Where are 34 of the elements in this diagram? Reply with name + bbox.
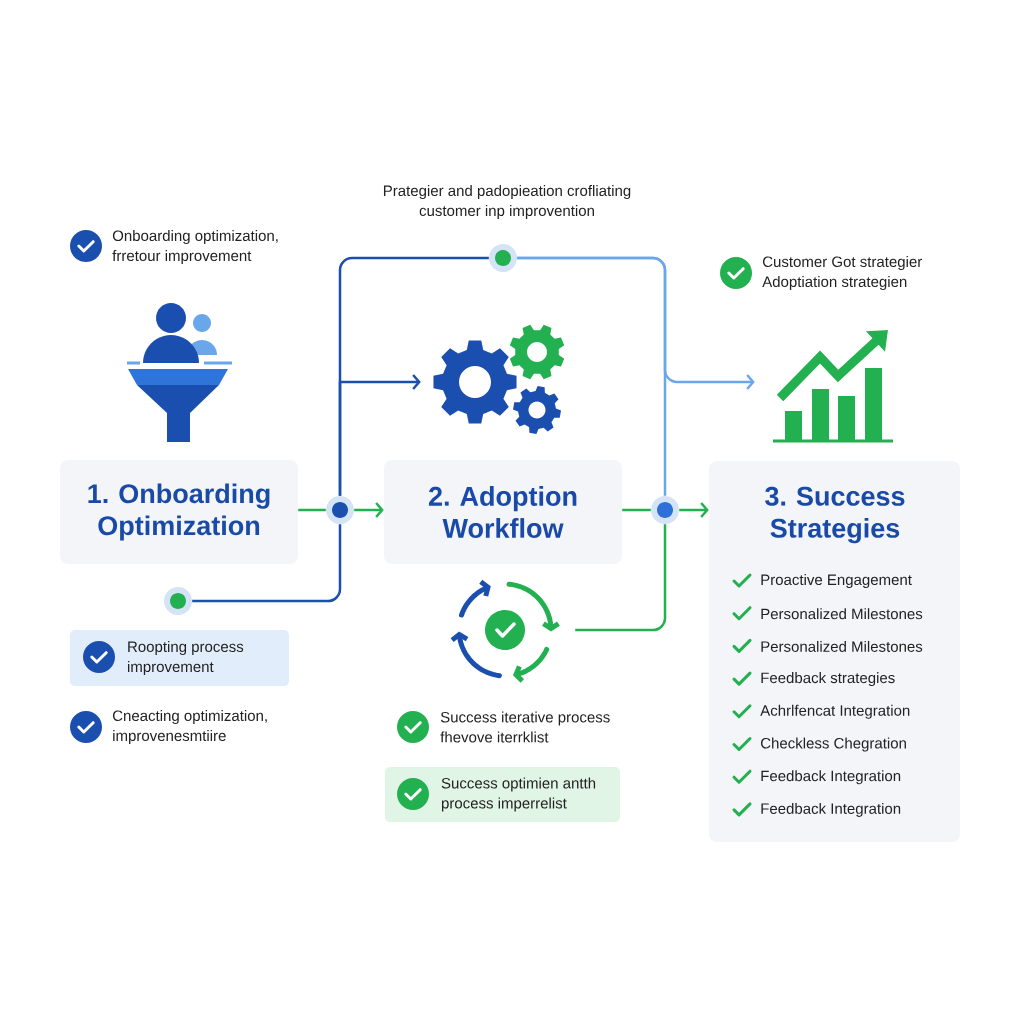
user-funnel-icon (127, 303, 232, 442)
junction-dot (164, 587, 192, 615)
list-item: Proactive Engagement (761, 574, 912, 588)
connector-line (192, 524, 342, 603)
junction-dot (651, 496, 679, 524)
growth-chart-icon (773, 330, 893, 443)
arrow (354, 502, 384, 518)
caption-text: Prategier and padopieation crofliating customer inp improvention (384, 185, 631, 219)
gears-icon (433, 324, 565, 434)
card-heading: 3. Success Strategies (765, 486, 905, 544)
note-box: Success optimien antth process imperrelist (385, 767, 620, 822)
list-item: Feedback Integration (761, 770, 901, 785)
cycle-arrows-icon (450, 579, 560, 683)
note-text: Onboarding optimization, frretour improvement (112, 230, 278, 264)
connector-line (622, 508, 651, 512)
list-item: Feedback Integration (761, 802, 901, 817)
list-item: Feedback strategies (761, 672, 895, 687)
list-item: Personalized Milestones (761, 640, 923, 652)
connector-line (298, 508, 326, 512)
junction-dot (489, 244, 517, 272)
list-item: Personalized Milestones (761, 608, 923, 620)
note-text: Customer Got strategier Adoptiation strategien (762, 256, 922, 290)
arrow (338, 374, 421, 496)
note-text: Cneacting optimization, improvenesmtiire (112, 710, 267, 744)
arrow (679, 502, 709, 518)
connector-line (575, 524, 667, 632)
note-text: Success iterative process fhevove iterrklist (440, 711, 610, 743)
step-box: 2. Adoption Workflow (384, 460, 622, 564)
list-item: Checkless Chegration (761, 737, 906, 752)
step-box: 1. Onboarding Optimization (60, 460, 298, 564)
arrow (517, 256, 755, 390)
note-box: Roopting process improvement (70, 630, 289, 686)
junction-dot (326, 496, 354, 524)
list-item: Achrlfencat Integration (760, 704, 910, 719)
